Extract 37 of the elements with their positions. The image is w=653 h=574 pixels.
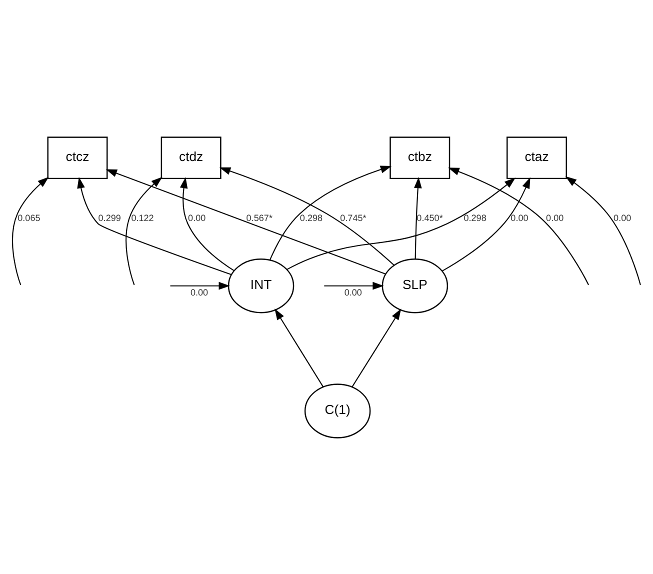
edge-label: 0.00 [190, 287, 208, 298]
arrow [219, 166, 394, 265]
arrow [269, 165, 392, 260]
edge-label: 0.00 [614, 212, 632, 223]
arrow [352, 308, 402, 387]
edge-label: 0.299 [98, 212, 121, 223]
edge-label: 0.122 [131, 212, 154, 223]
node-box: ctcz [47, 136, 108, 179]
arrow [106, 168, 386, 274]
edge-label: 0.00 [510, 212, 528, 223]
arrow [126, 176, 162, 285]
arrow [12, 176, 49, 285]
node-box: ctdz [160, 136, 222, 179]
edge-label: 0.298 [464, 212, 486, 223]
arrow [170, 281, 230, 290]
arrow [442, 176, 530, 272]
edge-label: 0.00 [546, 212, 564, 223]
arrow [180, 176, 234, 271]
arrow [414, 176, 422, 258]
arrow [77, 176, 232, 275]
edge-label: 0.745* [340, 212, 366, 223]
edge-label: 0.567* [246, 212, 272, 223]
arrow [324, 281, 384, 290]
edge-label: 0.065 [18, 212, 40, 223]
node-ellipse: INT [228, 258, 294, 313]
edge-label: 0.00 [344, 287, 362, 298]
edge-label: 0.450* [416, 212, 443, 223]
node-ellipse: C(1) [304, 383, 371, 438]
node-box: ctaz [506, 136, 567, 179]
edge-label: 0.298 [300, 212, 323, 223]
node-box: ctbz [390, 136, 450, 179]
arrow [286, 177, 516, 270]
arrow [448, 167, 590, 285]
edge-label: 0.00 [188, 212, 206, 223]
arrow [565, 176, 641, 285]
arrow [274, 308, 324, 387]
node-ellipse: SLP [382, 258, 448, 313]
